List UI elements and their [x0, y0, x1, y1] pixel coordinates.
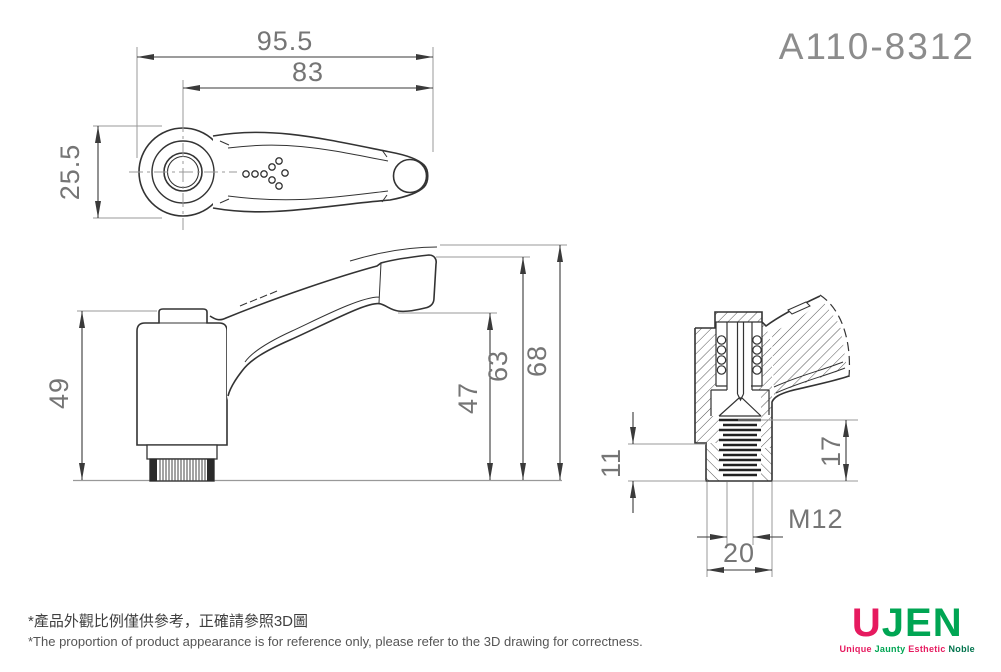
ujen-tagline: Unique Jaunty Esthetic Noble	[840, 645, 976, 654]
dim-bush-exposed-height: 11	[596, 448, 626, 478]
top-view: 95.5 83 25.5	[55, 26, 434, 230]
knurl-lines	[159, 459, 206, 481]
section-inner-structure	[710, 321, 770, 417]
footer-note-zh: *產品外觀比例僅供參考，正確請參照3D圖	[28, 613, 309, 630]
section-view: 11 17 M12 20	[596, 294, 858, 577]
side-view-dimensions: 49 47 63 68	[44, 244, 567, 480]
washer-band	[146, 444, 218, 460]
lever-arm-fill	[213, 132, 428, 212]
tagline-word-jaunty: Jaunty	[874, 644, 906, 654]
centerlines	[129, 118, 237, 230]
tagline-word-esthetic: Esthetic	[908, 644, 946, 654]
dim-head-width: 25.5	[55, 144, 85, 201]
top-view-dimensions: 95.5 83 25.5	[55, 26, 434, 219]
dim-overall-length: 95.5	[257, 26, 314, 56]
parting-line-ticks	[219, 140, 388, 204]
footer-disclaimer: *產品外觀比例僅供參考，正確請參照3D圖 *The proportion of …	[28, 610, 643, 649]
footer-note-en: *The proportion of product appearance is…	[28, 634, 643, 649]
arm-serration-ticks	[239, 290, 278, 307]
dim-bush-width: 20	[723, 538, 755, 568]
body-outline	[136, 308, 228, 446]
dim-thread-depth: 17	[816, 435, 846, 467]
section-dimensions: 11 17 M12 20	[596, 412, 858, 577]
grip-hole	[392, 158, 428, 194]
lever-arm-inner-edges	[227, 144, 389, 201]
side-arm-outline	[209, 254, 437, 397]
dim-overall-height: 68	[522, 345, 552, 377]
dim-grip-underside-height: 47	[453, 382, 483, 414]
arm-top-notch	[787, 301, 811, 315]
dim-body-height: 49	[44, 377, 74, 409]
break-line	[819, 294, 851, 378]
knurled-nut	[149, 458, 215, 482]
ujen-wordmark: UJEN	[840, 603, 976, 643]
logo-letters-jen: JEN	[881, 601, 963, 645]
side-arm-fill	[210, 255, 437, 400]
dim-thread-size: M12	[788, 504, 844, 534]
arm-bottom-double-line	[773, 361, 846, 394]
logo-dots-imprint	[242, 157, 289, 190]
tagline-word-noble: Noble	[948, 644, 975, 654]
section-hatching	[695, 300, 847, 481]
ujen-logo: UJEN Unique Jaunty Esthetic Noble	[840, 603, 976, 654]
tagline-word-unique: Unique	[839, 644, 872, 654]
dim-arm-length: 83	[292, 57, 324, 87]
lever-arm-outline	[212, 131, 429, 213]
side-arm-inner-lines	[244, 246, 438, 363]
logo-letter-u: U	[851, 601, 882, 645]
part-number: A110-8312	[778, 26, 975, 67]
dim-grip-top-height: 63	[483, 350, 513, 382]
side-view: 49 47 63 68	[44, 244, 567, 482]
